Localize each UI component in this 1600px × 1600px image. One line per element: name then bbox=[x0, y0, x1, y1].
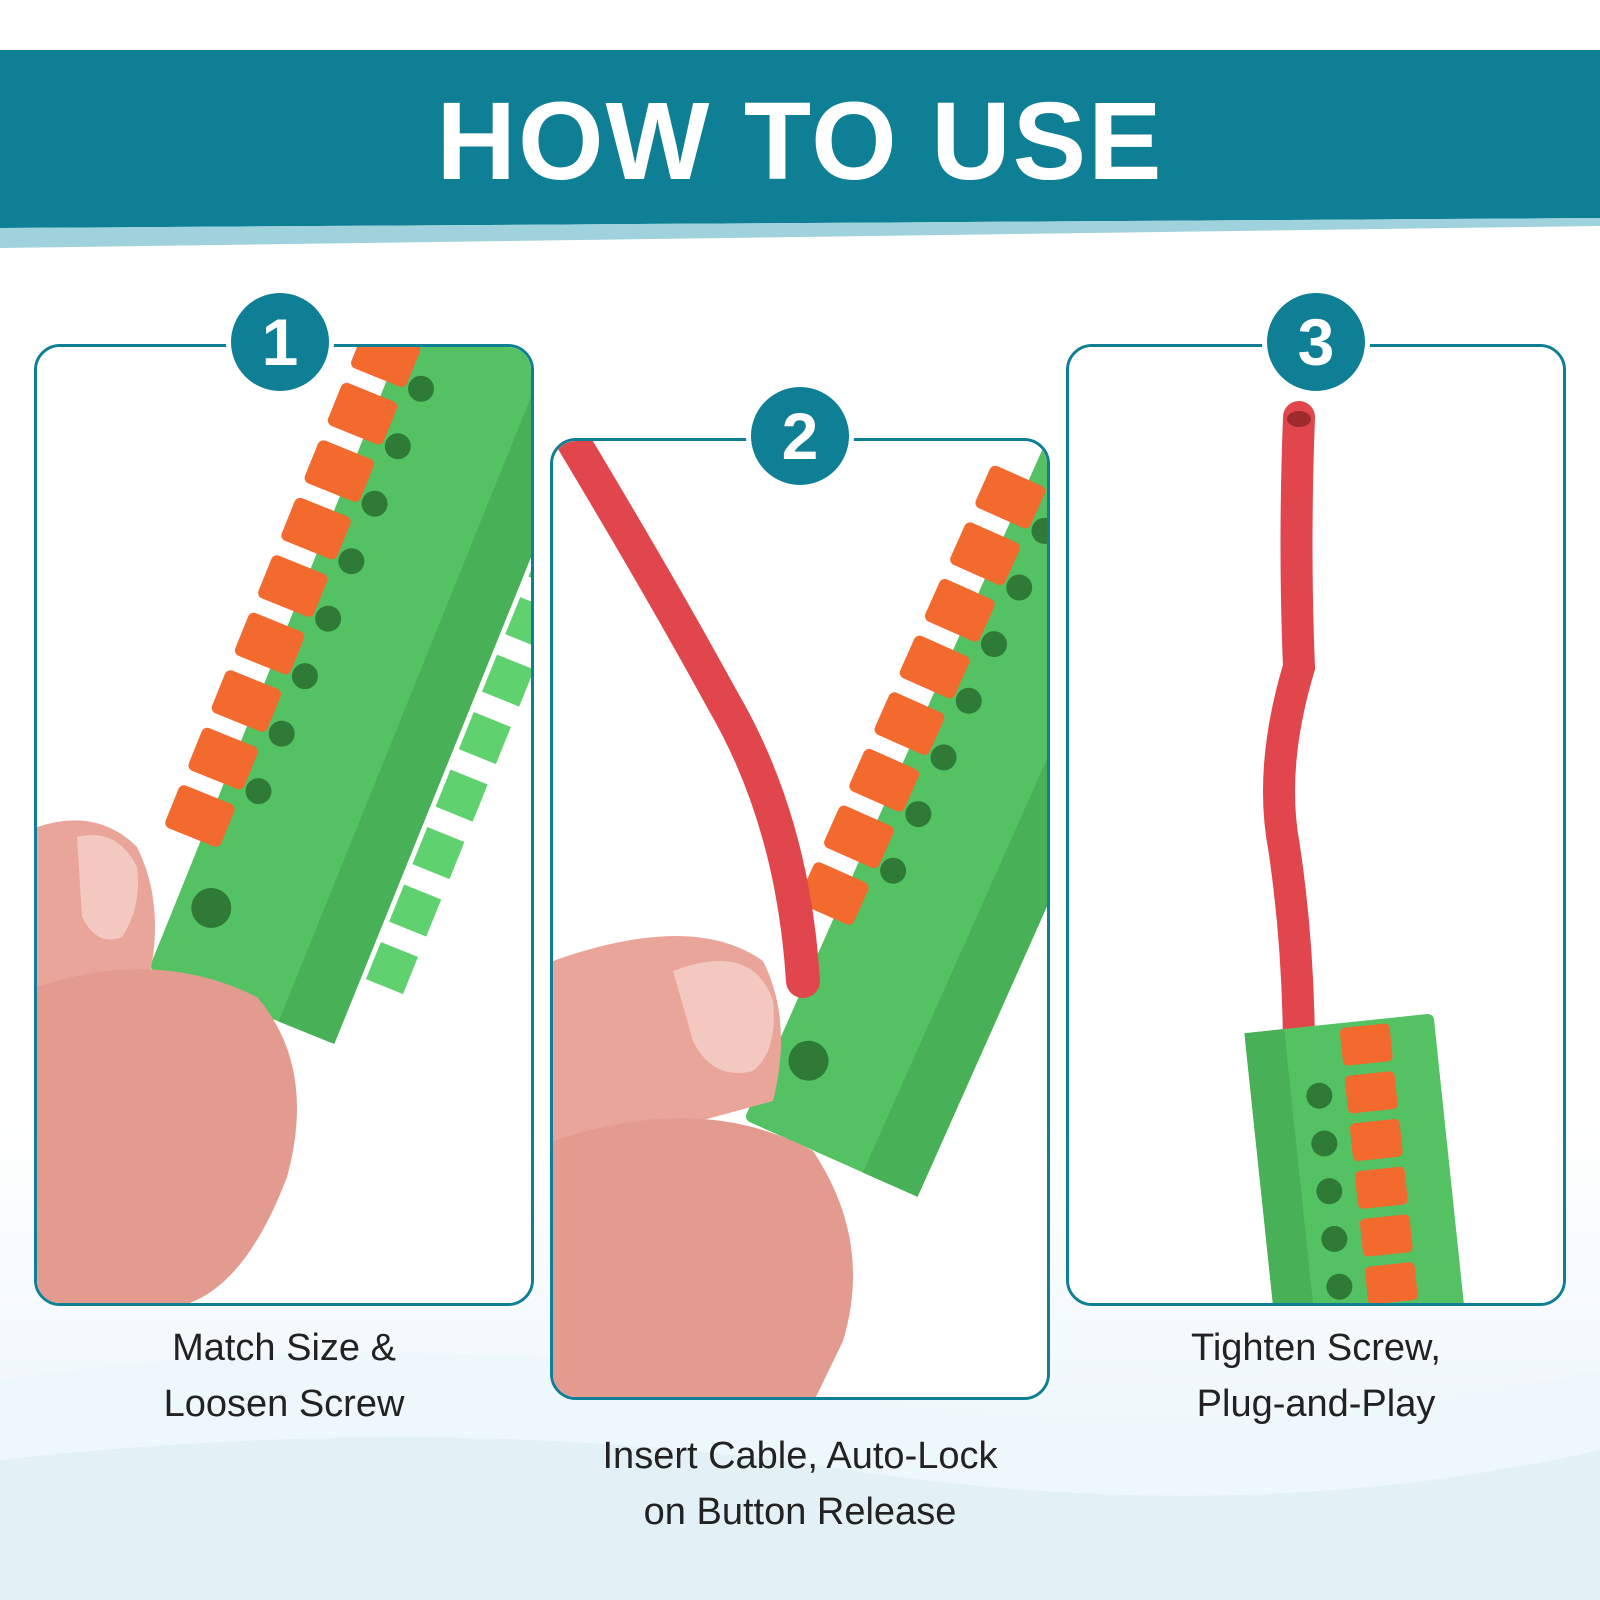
step-1-panel bbox=[34, 344, 534, 1306]
step-1-badge: 1 bbox=[226, 288, 334, 396]
step-3-photo bbox=[1069, 347, 1563, 1303]
step-2-badge: 2 bbox=[746, 382, 854, 490]
step-2-panel bbox=[550, 438, 1050, 1400]
step-3-caption: Tighten Screw, Plug-and-Play bbox=[1191, 1327, 1441, 1425]
step-2-caption: Insert Cable, Auto-Lock on Button Releas… bbox=[602, 1435, 998, 1533]
step-3-badge: 3 bbox=[1262, 288, 1370, 396]
step-1-caption: Match Size & Loosen Screw bbox=[163, 1327, 405, 1425]
step-2-photo bbox=[553, 441, 1047, 1397]
step-1-photo bbox=[37, 347, 531, 1303]
page-title: HOW TO USE bbox=[436, 80, 1164, 203]
step-3-panel bbox=[1066, 344, 1566, 1306]
background-waves bbox=[0, 1352, 1600, 1600]
header-banner bbox=[0, 50, 1600, 248]
